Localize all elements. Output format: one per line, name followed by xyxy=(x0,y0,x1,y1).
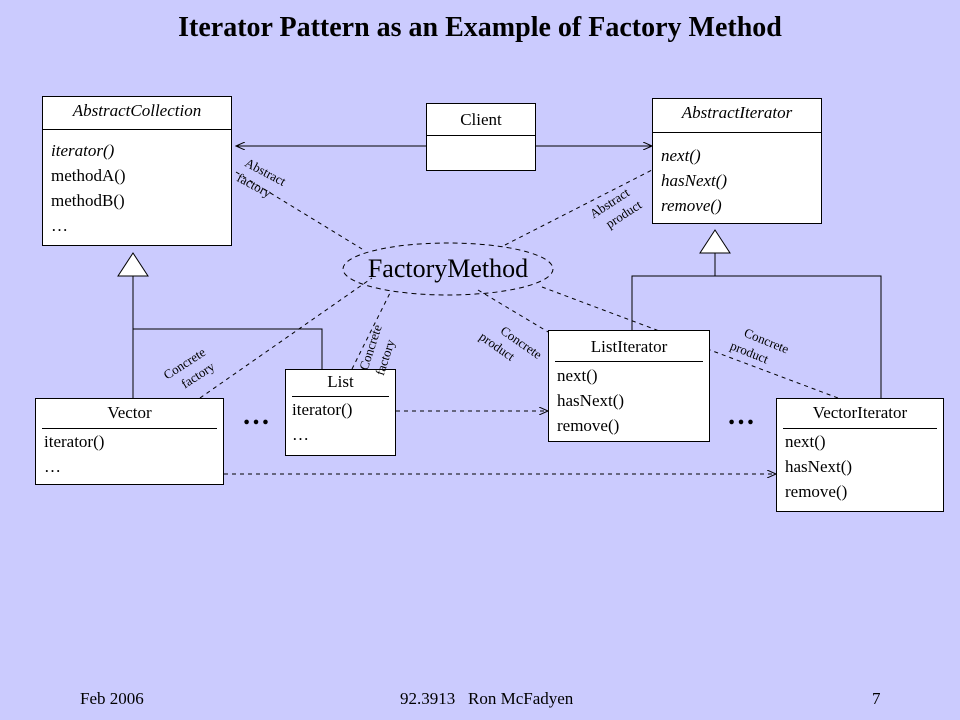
operations-list: next() hasNext() remove() xyxy=(653,143,821,218)
class-divider xyxy=(43,129,231,130)
factory-method-collaboration xyxy=(342,242,554,296)
operation: hasNext() xyxy=(557,391,625,410)
operation: … xyxy=(44,457,61,476)
class-divider xyxy=(555,361,703,362)
operations-list: iterator() … xyxy=(36,429,223,479)
role-line-concrete-product-list xyxy=(477,289,576,349)
vector-class: Vector iterator() … xyxy=(35,398,224,485)
iterator-inheritance-triangle xyxy=(699,229,731,254)
operation: methodB() xyxy=(51,191,125,210)
operation: … xyxy=(292,425,309,444)
iterator-inheritance-bar xyxy=(631,275,882,398)
list-inheritance-line xyxy=(133,328,323,369)
operation: iterator() xyxy=(292,400,353,419)
operation: next() xyxy=(661,146,701,165)
class-divider xyxy=(292,396,389,397)
role-line-abstract-factory xyxy=(235,171,363,250)
vector-iterator-class: VectorIterator next() hasNext() remove() xyxy=(776,398,944,512)
client-class: Client xyxy=(426,103,536,171)
footer-page-number: 7 xyxy=(872,689,881,708)
operation: next() xyxy=(557,366,598,385)
role-line-concrete-factory-list xyxy=(351,292,391,370)
footer-course: 92.3913 Ron McFadyen xyxy=(400,689,574,708)
abstract-collection-class: AbstractCollection iterator() methodA() … xyxy=(42,96,232,246)
operations-list: iterator() methodA() methodB() … xyxy=(43,138,231,238)
class-name: Vector xyxy=(107,403,152,422)
list-iterator-class: ListIterator next() hasNext() remove() xyxy=(548,330,710,442)
class-name: VectorIterator xyxy=(812,403,908,422)
operation: … xyxy=(51,216,68,235)
operation: iterator() xyxy=(44,432,105,451)
operations-list: next() hasNext() remove() xyxy=(777,429,943,504)
operation: iterator() xyxy=(51,141,115,160)
collection-inheritance-triangle xyxy=(117,252,149,277)
list-class: List iterator() … xyxy=(285,369,396,456)
footer-date: Feb 2006 xyxy=(80,689,144,708)
operation: hasNext() xyxy=(785,457,853,476)
class-divider xyxy=(652,132,822,133)
operations-list: next() hasNext() remove() xyxy=(549,363,709,438)
factory-method-label: FactoryMethod xyxy=(367,254,529,283)
class-divider xyxy=(427,135,535,136)
more-iterators-ellipsis: … xyxy=(727,400,756,431)
class-name: ListIterator xyxy=(590,337,668,356)
class-divider xyxy=(42,428,217,429)
operation: methodA() xyxy=(51,166,126,185)
operation: remove() xyxy=(661,196,722,215)
operation: next() xyxy=(785,432,826,451)
operations-list: iterator() … xyxy=(286,397,395,447)
operation: remove() xyxy=(785,482,848,501)
class-name: AbstractIterator xyxy=(681,103,793,122)
abstract-iterator-class: AbstractIterator next() hasNext() remove… xyxy=(652,98,822,224)
role-line-abstract-product xyxy=(504,169,653,246)
operation: remove() xyxy=(557,416,620,435)
class-divider xyxy=(783,428,937,429)
class-name: AbstractCollection xyxy=(72,101,202,120)
slide-title: Iterator Pattern as an Example of Factor… xyxy=(178,12,782,43)
more-collections-ellipsis: … xyxy=(242,400,271,431)
class-name: List xyxy=(327,372,354,391)
class-name: Client xyxy=(460,110,502,129)
role-line-concrete-factory-vector xyxy=(199,277,373,399)
operation: hasNext() xyxy=(661,171,728,190)
